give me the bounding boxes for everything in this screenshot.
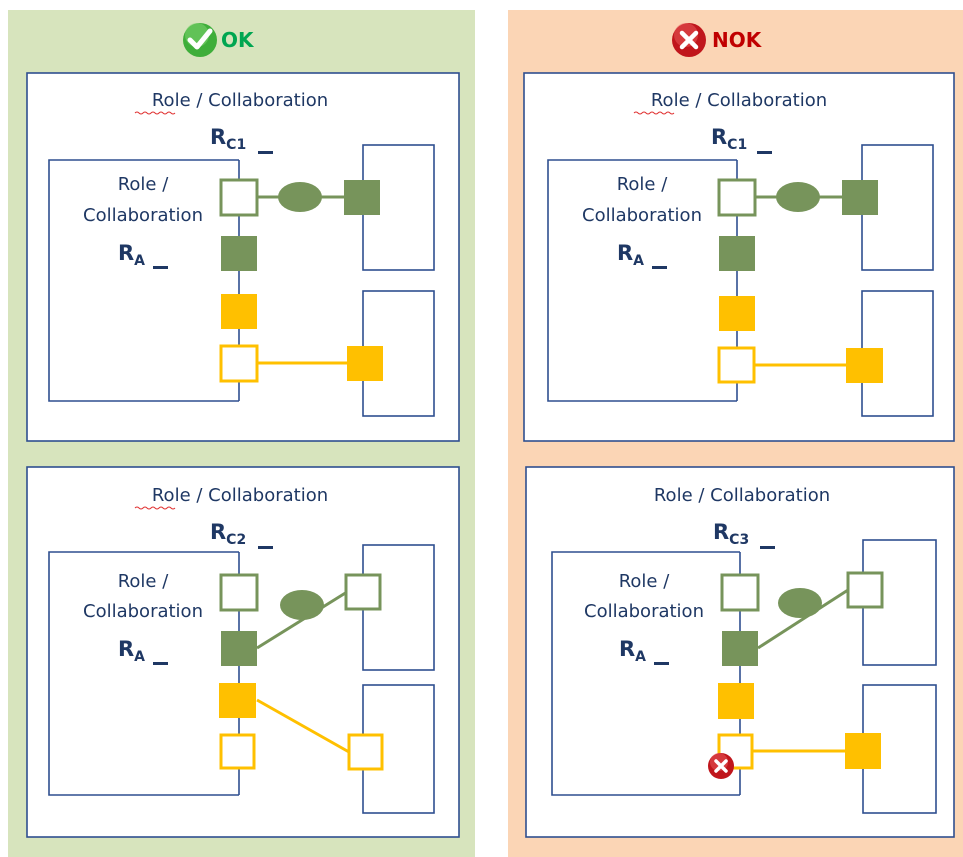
inner-role-title-line2: Collaboration xyxy=(83,601,203,622)
inner-role-title-line1: Role / xyxy=(118,571,170,592)
outer-role-name: RC1 xyxy=(210,125,246,153)
outer-name-cursor xyxy=(258,151,273,154)
inner-role-name: RA xyxy=(118,637,145,665)
inner-role-title-line1: Role / xyxy=(619,571,671,592)
panel-ok-bottom: Role / Collaboration RC2 Role / Collabor… xyxy=(26,466,460,838)
check-icon xyxy=(183,23,217,57)
yellow-filled-port-inner xyxy=(219,683,256,718)
outer-role-title: Role / Collaboration xyxy=(152,485,328,506)
inner-role-box xyxy=(551,551,740,796)
inner-role-name: RA xyxy=(617,241,644,269)
yellow-filled-port-partner xyxy=(846,348,883,383)
green-connector-ellipse xyxy=(778,588,822,618)
yellow-empty-port xyxy=(717,346,756,384)
green-filled-port-partner xyxy=(842,180,878,215)
yellow-connector xyxy=(256,698,350,754)
green-filled-port-inner xyxy=(221,631,257,666)
outer-role-name: RC2 xyxy=(210,520,246,548)
green-connector-ellipse xyxy=(278,182,322,212)
outer-name-cursor xyxy=(760,546,775,549)
yellow-empty-port xyxy=(219,344,259,383)
inner-role-name: RA xyxy=(118,241,145,269)
inner-role-title-line2: Collaboration xyxy=(582,205,702,226)
outer-role-name: RC1 xyxy=(711,125,747,153)
inner-role-box xyxy=(547,159,737,402)
inner-name-cursor xyxy=(153,266,168,269)
ok-header: OK xyxy=(183,23,255,57)
yellow-empty-port-inner xyxy=(219,733,256,770)
partner-role-box-2 xyxy=(362,290,435,417)
outer-name-cursor xyxy=(757,151,772,154)
panel-nok-bottom: Role / Collaboration RC3 Role / Collabor… xyxy=(525,466,955,838)
spellcheck-underline xyxy=(633,111,675,115)
inner-role-box xyxy=(48,551,239,796)
green-empty-port xyxy=(717,178,757,217)
inner-name-cursor xyxy=(654,662,669,665)
green-filled-port-inner xyxy=(221,236,257,271)
cross-icon xyxy=(672,23,706,57)
inner-role-title-line2: Collaboration xyxy=(83,205,203,226)
green-filled-port-inner xyxy=(722,631,758,666)
outer-role-title: Role / Collaboration xyxy=(152,90,328,111)
yellow-filled-port-inner xyxy=(719,296,755,331)
error-cross-icon xyxy=(708,753,734,779)
yellow-filled-port-partner xyxy=(845,733,881,769)
green-filled-port-inner xyxy=(719,236,755,271)
nok-header: NOK xyxy=(672,23,763,57)
inner-role-title-line1: Role / xyxy=(118,174,170,195)
green-empty-port-inner xyxy=(219,573,259,612)
yellow-filled-port-partner xyxy=(347,346,383,381)
green-filled-port-partner xyxy=(344,180,380,215)
panel-nok-top: Role / Collaboration RC1 Role / Collabor… xyxy=(523,72,955,442)
nok-label: NOK xyxy=(712,28,763,52)
spellcheck-underline xyxy=(134,111,176,115)
yellow-empty-port-inner xyxy=(717,733,754,770)
green-connector-ellipse xyxy=(776,182,820,212)
green-empty-port-partner xyxy=(344,573,382,611)
inner-role-box xyxy=(48,159,239,402)
yellow-filled-port-inner xyxy=(221,294,257,329)
ok-label: OK xyxy=(221,28,255,52)
outer-role-name: RC3 xyxy=(713,520,749,548)
panel-ok-top: Role / Collaboration RC1 Role / Collabor… xyxy=(26,72,460,442)
green-empty-port xyxy=(219,178,259,217)
green-empty-port-partner xyxy=(846,571,884,609)
inner-role-name: RA xyxy=(619,637,646,665)
outer-name-cursor xyxy=(258,546,273,549)
green-connector-ellipse xyxy=(280,590,324,620)
green-empty-port-inner xyxy=(720,573,760,612)
yellow-filled-port-inner xyxy=(718,683,754,719)
yellow-empty-port-partner xyxy=(347,733,384,771)
inner-role-title-line2: Collaboration xyxy=(584,601,704,622)
inner-name-cursor xyxy=(652,266,667,269)
green-connector xyxy=(757,588,849,650)
inner-name-cursor xyxy=(153,662,168,665)
outer-role-title: Role / Collaboration xyxy=(651,90,827,111)
outer-role-title: Role / Collaboration xyxy=(654,485,830,506)
inner-role-title-line1: Role / xyxy=(617,174,669,195)
spellcheck-underline xyxy=(134,506,176,510)
